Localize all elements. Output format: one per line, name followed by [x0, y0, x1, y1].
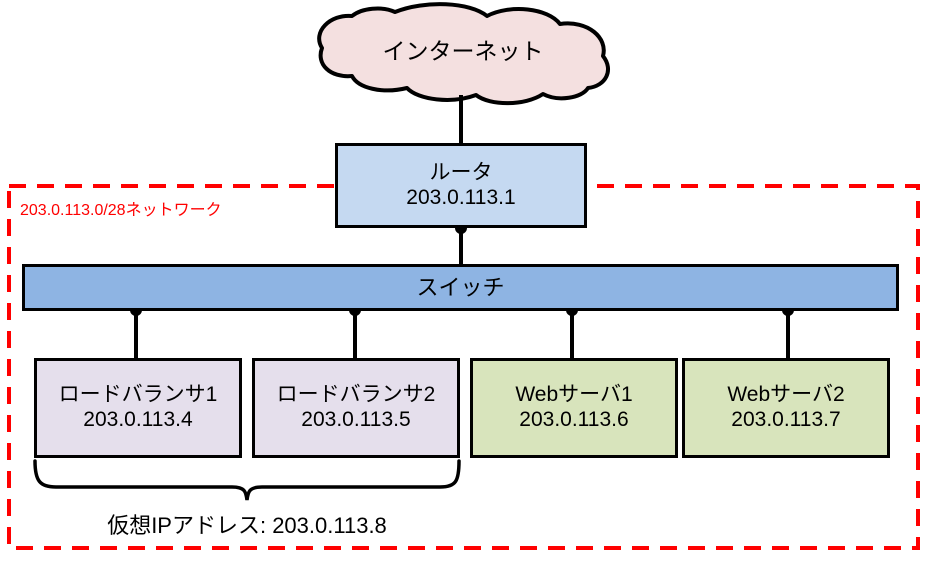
- loadbalancer-2-address: 203.0.113.5: [301, 408, 411, 431]
- webserver-1-address: 203.0.113.6: [519, 408, 629, 431]
- cloud-icon: [317, 2, 610, 106]
- loadbalancer-1-node[interactable]: ロードバランサ1 203.0.113.4: [34, 358, 242, 458]
- loadbalancer-2-name: ロードバランサ2: [276, 383, 436, 407]
- switch-node[interactable]: スイッチ: [22, 264, 899, 311]
- virtual-ip-label: 仮想IPアドレス: 203.0.113.8: [107, 513, 387, 538]
- router-node[interactable]: ルータ 203.0.113.1: [335, 143, 587, 228]
- loadbalancer-2-node[interactable]: ロードバランサ2 203.0.113.5: [252, 358, 460, 458]
- switch-name: スイッチ: [416, 274, 505, 300]
- virtual-ip-brace: [33, 459, 461, 501]
- webserver-2-node[interactable]: Webサーバ2 203.0.113.7: [682, 358, 890, 458]
- webserver-1-node[interactable]: Webサーバ1 203.0.113.6: [470, 358, 678, 458]
- loadbalancer-1-address: 203.0.113.4: [83, 408, 193, 431]
- cloud-label: インターネット: [382, 38, 544, 64]
- router-address: 203.0.113.1: [406, 185, 516, 209]
- webserver-2-name: Webサーバ2: [727, 383, 845, 407]
- webserver-1-name: Webサーバ1: [515, 383, 633, 407]
- network-boundary-label: 203.0.113.0/28ネットワーク: [20, 202, 222, 219]
- webserver-2-address: 203.0.113.7: [731, 408, 841, 431]
- router-name: ルータ: [429, 160, 493, 184]
- loadbalancer-1-name: ロードバランサ1: [58, 383, 218, 407]
